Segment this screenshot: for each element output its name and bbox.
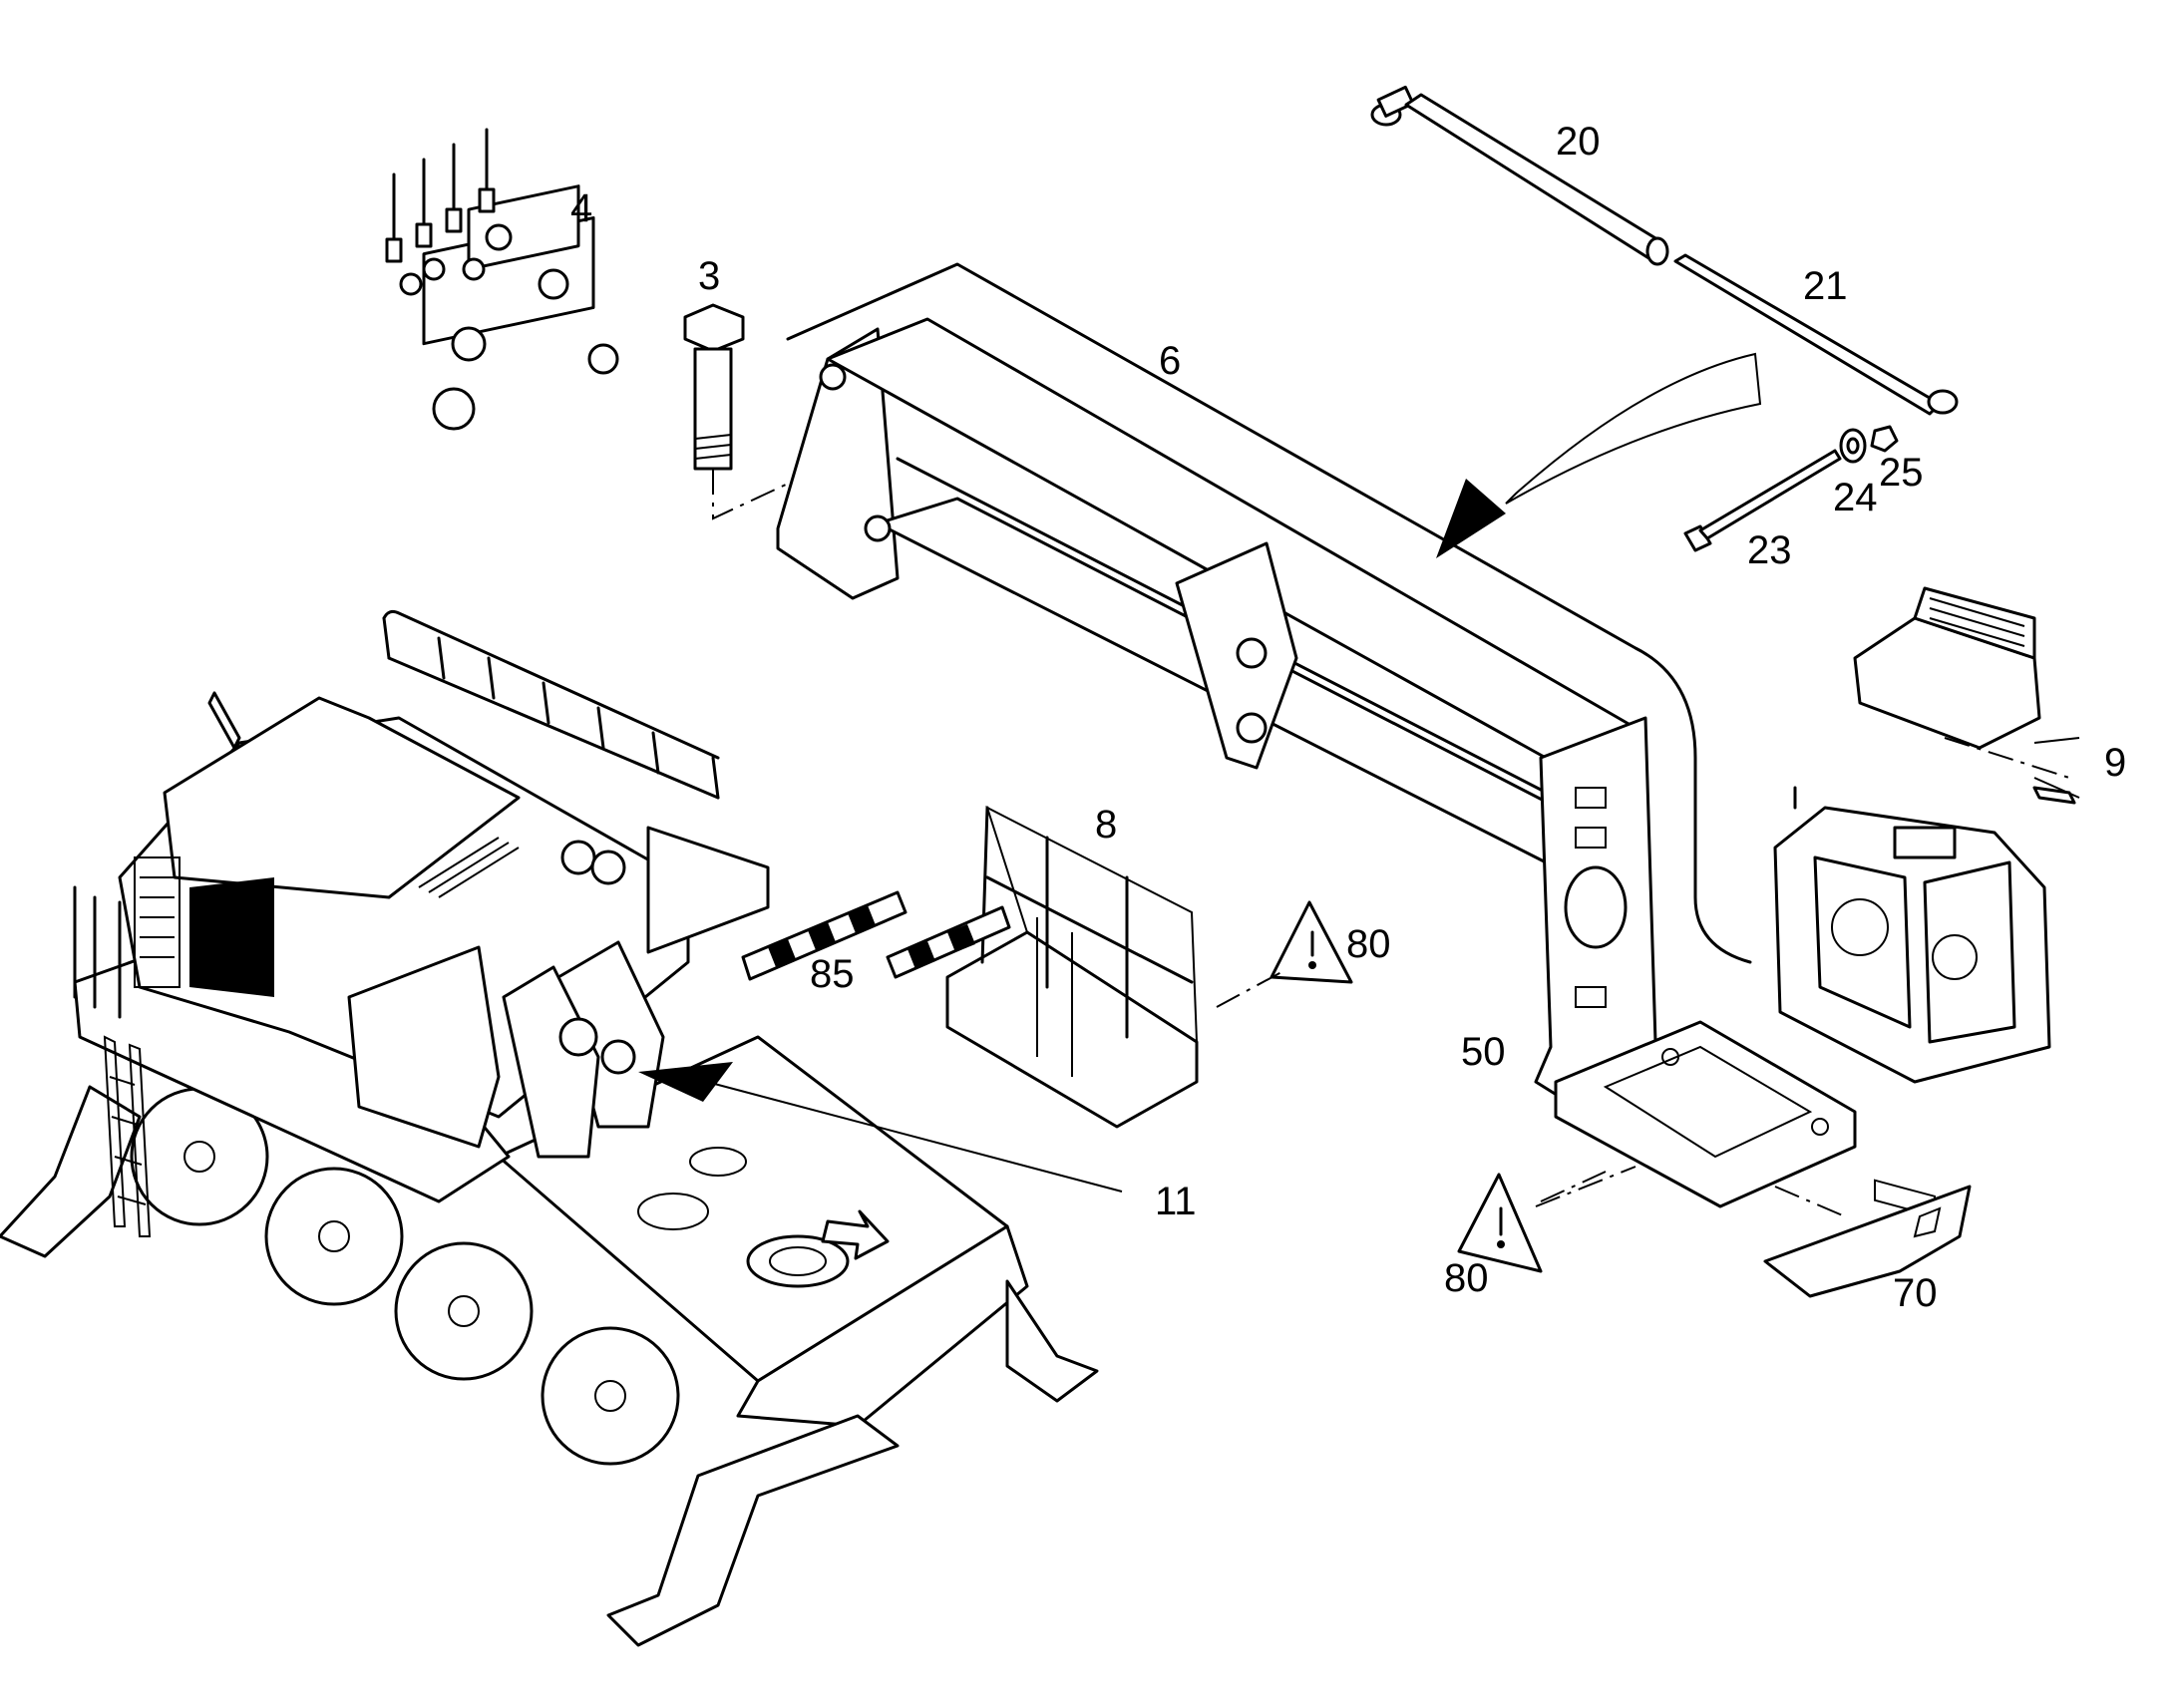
part-main-machine <box>0 609 1123 1647</box>
part-bolt <box>683 303 804 520</box>
callout-21: 21 <box>1803 264 1848 308</box>
callout-9: 9 <box>2104 741 2126 785</box>
warning-triangle-icon <box>1457 1171 1607 1273</box>
callout-11: 11 <box>1155 1180 1197 1223</box>
callout-25: 25 <box>1879 451 1924 495</box>
part-cover-plate <box>1763 1185 1972 1298</box>
part-base-plate <box>1535 1020 1857 1217</box>
callout-6: 6 <box>1159 339 1181 383</box>
part-valve-block <box>385 128 619 431</box>
callout-3: 3 <box>698 254 720 298</box>
part-pins <box>1370 85 1959 416</box>
pointer-arrow-icon <box>1436 352 1762 558</box>
callout-20: 20 <box>1556 120 1601 164</box>
part-fasteners <box>1683 425 1899 552</box>
callout-24: 24 <box>1833 476 1878 519</box>
part-marker-strips <box>741 890 1011 981</box>
callout-80-lower: 80 <box>1444 1256 1489 1300</box>
callout-50: 50 <box>1461 1030 1506 1074</box>
part-platform <box>945 806 1199 1129</box>
part-control-box <box>1853 586 2080 1218</box>
callout-8: 8 <box>1095 803 1117 847</box>
callout-85: 85 <box>810 952 855 996</box>
part-boom-frame <box>776 262 1752 1109</box>
callout-4: 4 <box>570 186 592 230</box>
warning-triangle-icon <box>1216 900 1353 1008</box>
callout-80-upper: 80 <box>1346 922 1391 966</box>
callout-70: 70 <box>1893 1271 1938 1315</box>
part-operator-cab <box>1773 786 2051 1084</box>
callout-23: 23 <box>1747 528 1792 572</box>
